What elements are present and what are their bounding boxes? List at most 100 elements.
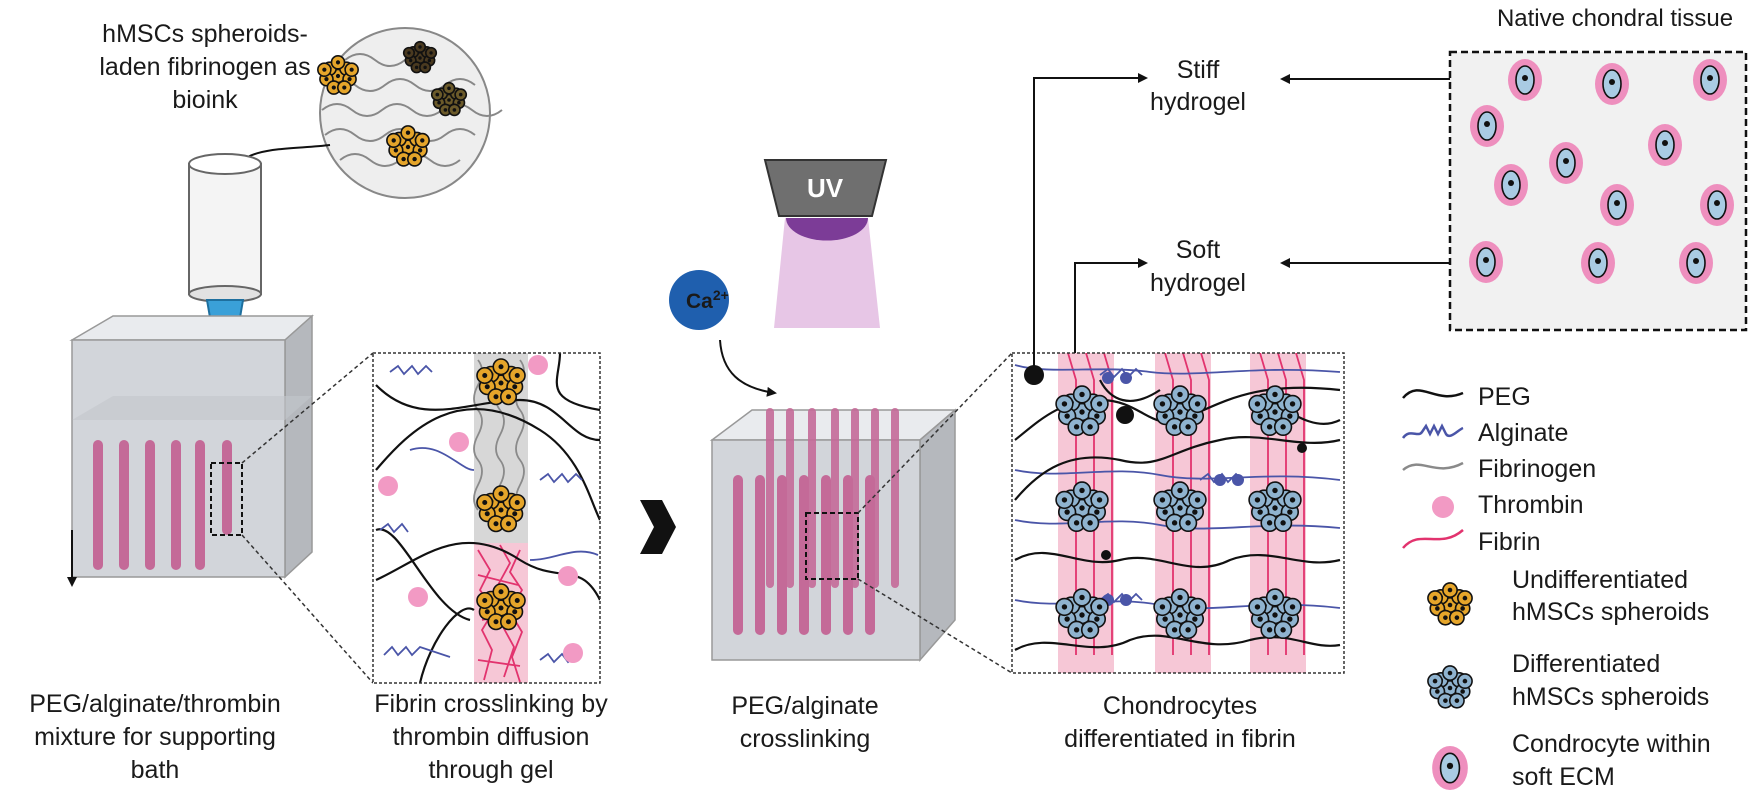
caption-peg: PEG/alginate crosslinking [731, 692, 878, 753]
chondrocyte-cell [1595, 63, 1629, 105]
native-tissue-panel: Native chondral tissue [1448, 5, 1748, 332]
legend-alginate-label: Alginate [1478, 419, 1568, 447]
printed-filament [171, 440, 181, 570]
soft-hydrogel-label: Soft hydrogel [1150, 236, 1246, 297]
crosslinked-filament [808, 408, 816, 588]
caption-fibrin-line-2: thrombin diffusion [393, 723, 590, 751]
bioink-reservoir [317, 27, 503, 199]
fibrin-strand [1103, 353, 1113, 655]
uv-lamp: UV [763, 159, 888, 328]
crosslinked-filament [821, 475, 831, 635]
crosslinked-filament [843, 475, 853, 635]
thrombin-dot-icon [1432, 496, 1454, 518]
differentiated-spheroid-icon [1427, 665, 1473, 709]
caption-bath-line-1: PEG/alginate/thrombin [29, 690, 281, 718]
stiff-arrow [1033, 73, 1148, 375]
legend-chondro-line-2: soft ECM [1512, 763, 1615, 791]
chondrocyte-cell [1470, 105, 1504, 147]
caption-bath-line-2: mixture for supporting [34, 723, 276, 751]
legend-diff-line-1: Differentiated [1512, 650, 1660, 678]
crosslinked-filament [799, 475, 809, 635]
chondrocyte-cell [1700, 184, 1734, 226]
legend-fibrin: Fibrin [1402, 528, 1541, 556]
bioink-label-line-2: laden fibrinogen as [99, 53, 310, 81]
caption-chondro-line-1: Chondrocytes [1103, 692, 1257, 720]
stiff-label-line-1: Stiff [1177, 56, 1220, 84]
fibrin-strand [1200, 353, 1210, 655]
crosslinked-cube [709, 408, 958, 662]
differentiated-spheroid [1248, 481, 1302, 533]
chondrocyte-icon [1432, 745, 1468, 791]
chondrocyte-panel: Stiff hydrogel Soft hydrogel [1011, 56, 1460, 674]
bioink-label-line-3: bioink [172, 86, 238, 114]
caption-fibrin: Fibrin crosslinking by thrombin diffusio… [374, 690, 608, 784]
bioink-label: hMSCs spheroids- laden fibrinogen as bio… [99, 20, 310, 114]
printed-filament [195, 440, 205, 570]
chondrocyte-cell [1549, 142, 1583, 184]
legend-chondro-line-1: Condrocyte within [1512, 730, 1711, 758]
legend-diff-line-2: hMSCs spheroids [1512, 683, 1709, 711]
legend-chondro: Condrocyte within soft ECM [1432, 730, 1711, 791]
chondrocyte-cell [1600, 184, 1634, 226]
chondrocyte-cell [1508, 59, 1542, 101]
crosslinked-filament [755, 475, 765, 635]
differentiated-spheroid [1153, 481, 1207, 533]
undifferentiated-spheroid [476, 358, 526, 406]
bioink-spheroid [386, 125, 430, 167]
legend-peg: PEG [1402, 383, 1531, 411]
chondrocyte-cell [1648, 124, 1682, 166]
zoom2-guide-top [857, 352, 1013, 514]
crosslinked-filament [786, 408, 794, 588]
crosslinked-filament [777, 475, 787, 635]
undifferentiated-spheroid [476, 583, 526, 631]
uv-label: UV [807, 173, 844, 203]
differentiated-spheroid [1153, 385, 1207, 437]
differentiated-spheroid [1055, 385, 1109, 437]
bath-zoom-box [210, 462, 243, 536]
zoom-guide-top [241, 352, 374, 464]
fibrin-line-icon [1402, 529, 1464, 549]
supporting-bath-cube [69, 314, 314, 579]
chondrocyte-cell [1581, 242, 1615, 284]
native-tissue-title: Native chondral tissue [1497, 5, 1733, 32]
caption-chondro: Chondrocytes differentiated in fibrin [1064, 692, 1296, 753]
fibrinogen-line-icon [1402, 461, 1464, 471]
chondrocyte-cell [1432, 745, 1468, 791]
crosslinked-filament [733, 475, 743, 635]
stiff-hydrogel-label: Stiff hydrogel [1150, 56, 1246, 116]
process-arrow [640, 500, 676, 554]
crosslinked-filament [831, 408, 839, 588]
legend-undiff: Undifferentiated hMSCs spheroids [1427, 566, 1709, 626]
chondrocyte-zoom [1011, 352, 1345, 674]
crosslinked-filament [766, 408, 774, 588]
chondrocyte-cell [1693, 59, 1727, 101]
captions: PEG/alginate/thrombin mixture for suppor… [29, 690, 1296, 784]
legend-fibrinogen-label: Fibrinogen [1478, 455, 1596, 483]
differentiated-spheroid [1055, 481, 1109, 533]
differentiated-spheroid [1153, 588, 1207, 640]
printed-filament [119, 440, 129, 570]
zoom-guide-bottom [241, 534, 374, 684]
caption-bath: PEG/alginate/thrombin mixture for suppor… [29, 690, 281, 784]
caption-peg-line-2: crosslinking [740, 725, 871, 753]
legend-undiff-line-2: hMSCs spheroids [1512, 598, 1709, 626]
legend-diff-spheroid [1427, 665, 1473, 709]
fibrin-crosslinking-zoom [372, 352, 601, 684]
bioink-spheroid [402, 40, 438, 74]
chondrocyte-cell [1679, 242, 1713, 284]
caption-fibrin-line-3: through gel [428, 756, 553, 784]
caption-bath-line-3: bath [131, 756, 180, 784]
legend-thrombin: Thrombin [1432, 491, 1584, 519]
differentiated-spheroid [1248, 588, 1302, 640]
peg-line-icon [1402, 389, 1464, 399]
calcium-badge: Ca2+ [669, 270, 729, 330]
printed-filament [222, 440, 232, 535]
calcium-label: Ca2+ [686, 287, 729, 313]
legend-peg-label: PEG [1478, 383, 1531, 411]
printing-panel: hMSCs spheroids- laden fibrinogen as bio… [67, 20, 601, 684]
zoom2-guide-bottom [857, 578, 1013, 674]
legend-thrombin-label: Thrombin [1478, 491, 1584, 519]
chondrocyte-cell [1494, 164, 1528, 206]
caption-fibrin-line-1: Fibrin crosslinking by [374, 690, 608, 718]
legend-diff: Differentiated hMSCs spheroids [1427, 650, 1709, 711]
